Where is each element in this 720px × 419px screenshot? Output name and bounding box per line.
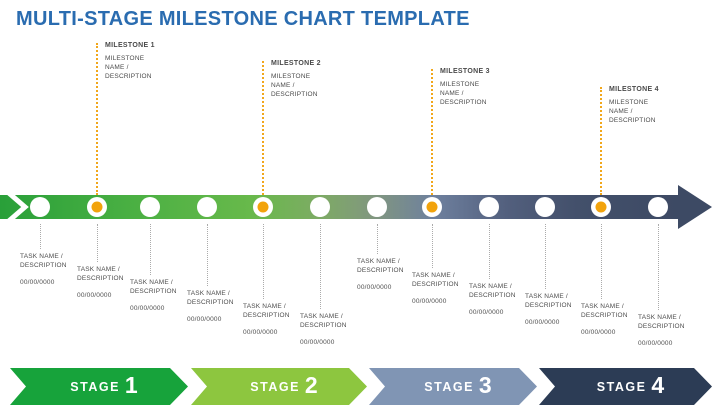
milestone-node-dot — [91, 201, 103, 213]
task-name: TASK NAME / DESCRIPTION — [130, 279, 177, 295]
task-connector-line — [263, 224, 264, 299]
timeline-node — [197, 197, 217, 217]
milestone-label: MILESTONE 1 MILESTONE NAME / DESCRIPTION — [105, 42, 177, 81]
timeline-node — [648, 197, 668, 217]
task-connector-line — [150, 224, 151, 275]
timeline-start-chevron-icon — [1, 186, 29, 228]
task-label: TASK NAME / DESCRIPTION 00/00/0000 — [243, 303, 309, 338]
task-label: TASK NAME / DESCRIPTION 00/00/0000 — [469, 283, 535, 318]
task-name: TASK NAME / DESCRIPTION — [77, 266, 124, 282]
task-name: TASK NAME / DESCRIPTION — [581, 303, 628, 319]
timeline-node — [535, 197, 555, 217]
milestone-title: MILESTONE 4 — [609, 86, 659, 93]
stage-word: STAGE — [70, 379, 120, 394]
task-label: TASK NAME / DESCRIPTION 00/00/0000 — [581, 303, 647, 338]
task-connector-line — [601, 224, 602, 299]
timeline-node — [310, 197, 330, 217]
task-date: 00/00/0000 — [20, 279, 55, 286]
stage-number: 4 — [651, 372, 665, 398]
stage-number: 1 — [124, 372, 138, 398]
timeline-band — [0, 195, 678, 219]
task-date: 00/00/0000 — [638, 340, 673, 347]
task-date: 00/00/0000 — [243, 329, 278, 336]
stage-banner-3: STAGE 3 — [369, 368, 537, 405]
milestone-connector-line — [600, 87, 602, 195]
task-label: TASK NAME / DESCRIPTION 00/00/0000 — [638, 314, 704, 349]
task-name: TASK NAME / DESCRIPTION — [638, 314, 685, 330]
milestone-title: MILESTONE 2 — [271, 60, 321, 67]
task-connector-line — [489, 224, 490, 279]
task-date: 00/00/0000 — [130, 305, 165, 312]
task-date: 00/00/0000 — [581, 329, 616, 336]
milestone-connector-line — [262, 61, 264, 195]
milestone-label: MILESTONE 3 MILESTONE NAME / DESCRIPTION — [440, 68, 512, 107]
task-date: 00/00/0000 — [77, 292, 112, 299]
task-connector-line — [97, 224, 98, 262]
task-label: TASK NAME / DESCRIPTION 00/00/0000 — [412, 272, 478, 307]
arrowhead-icon — [678, 185, 712, 229]
task-connector-line — [320, 224, 321, 309]
page-title: MULTI-STAGE MILESTONE CHART TEMPLATE — [16, 8, 470, 30]
task-name: TASK NAME / DESCRIPTION — [525, 293, 572, 309]
task-label: TASK NAME / DESCRIPTION 00/00/0000 — [357, 258, 423, 293]
milestone-title: MILESTONE 1 — [105, 42, 155, 49]
task-label: TASK NAME / DESCRIPTION 00/00/0000 — [77, 266, 143, 301]
task-connector-line — [658, 224, 659, 310]
stage-banner-1: STAGE 1 — [10, 368, 188, 405]
milestone-node-dot — [426, 201, 438, 213]
task-date: 00/00/0000 — [187, 316, 222, 323]
task-connector-line — [377, 224, 378, 254]
milestone-description: MILESTONE NAME / DESCRIPTION — [105, 55, 152, 80]
task-name: TASK NAME / DESCRIPTION — [243, 303, 290, 319]
stage-banner-2: STAGE 2 — [191, 368, 367, 405]
milestone-connector-line — [431, 69, 433, 195]
task-name: TASK NAME / DESCRIPTION — [300, 313, 347, 329]
milestone-title: MILESTONE 3 — [440, 68, 490, 75]
milestone-label: MILESTONE 4 MILESTONE NAME / DESCRIPTION — [609, 86, 681, 125]
task-date: 00/00/0000 — [525, 319, 560, 326]
task-connector-line — [432, 224, 433, 268]
task-name: TASK NAME / DESCRIPTION — [20, 253, 67, 269]
task-connector-line — [40, 224, 41, 249]
milestone-description: MILESTONE NAME / DESCRIPTION — [271, 73, 318, 98]
task-name: TASK NAME / DESCRIPTION — [187, 290, 234, 306]
stage-word: STAGE — [424, 379, 474, 394]
timeline-node — [479, 197, 499, 217]
milestone-label: MILESTONE 2 MILESTONE NAME / DESCRIPTION — [271, 60, 343, 99]
task-name: TASK NAME / DESCRIPTION — [357, 258, 404, 274]
milestone-connector-line — [96, 43, 98, 195]
stage-number: 3 — [478, 372, 492, 398]
task-name: TASK NAME / DESCRIPTION — [469, 283, 516, 299]
task-date: 00/00/0000 — [357, 284, 392, 291]
stage-word: STAGE — [596, 379, 647, 394]
timeline-node — [30, 197, 50, 217]
task-date: 00/00/0000 — [412, 298, 447, 305]
timeline-node — [140, 197, 160, 217]
task-label: TASK NAME / DESCRIPTION 00/00/0000 — [187, 290, 253, 325]
task-label: TASK NAME / DESCRIPTION 00/00/0000 — [130, 279, 196, 314]
task-label: TASK NAME / DESCRIPTION 00/00/0000 — [300, 313, 366, 348]
task-connector-line — [207, 224, 208, 286]
stage-number: 2 — [304, 372, 318, 398]
task-name: TASK NAME / DESCRIPTION — [412, 272, 459, 288]
stage-banner-4: STAGE 4 — [539, 368, 712, 405]
timeline-node — [367, 197, 387, 217]
milestone-description: MILESTONE NAME / DESCRIPTION — [440, 81, 487, 106]
task-date: 00/00/0000 — [469, 309, 504, 316]
task-date: 00/00/0000 — [300, 339, 335, 346]
task-connector-line — [545, 224, 546, 289]
milestone-description: MILESTONE NAME / DESCRIPTION — [609, 99, 656, 124]
milestone-node-dot — [595, 201, 607, 213]
milestone-node-dot — [257, 201, 269, 213]
task-label: TASK NAME / DESCRIPTION 00/00/0000 — [20, 253, 86, 288]
timeline-arrow — [0, 185, 712, 229]
stage-word: STAGE — [250, 379, 300, 394]
task-label: TASK NAME / DESCRIPTION 00/00/0000 — [525, 293, 591, 328]
